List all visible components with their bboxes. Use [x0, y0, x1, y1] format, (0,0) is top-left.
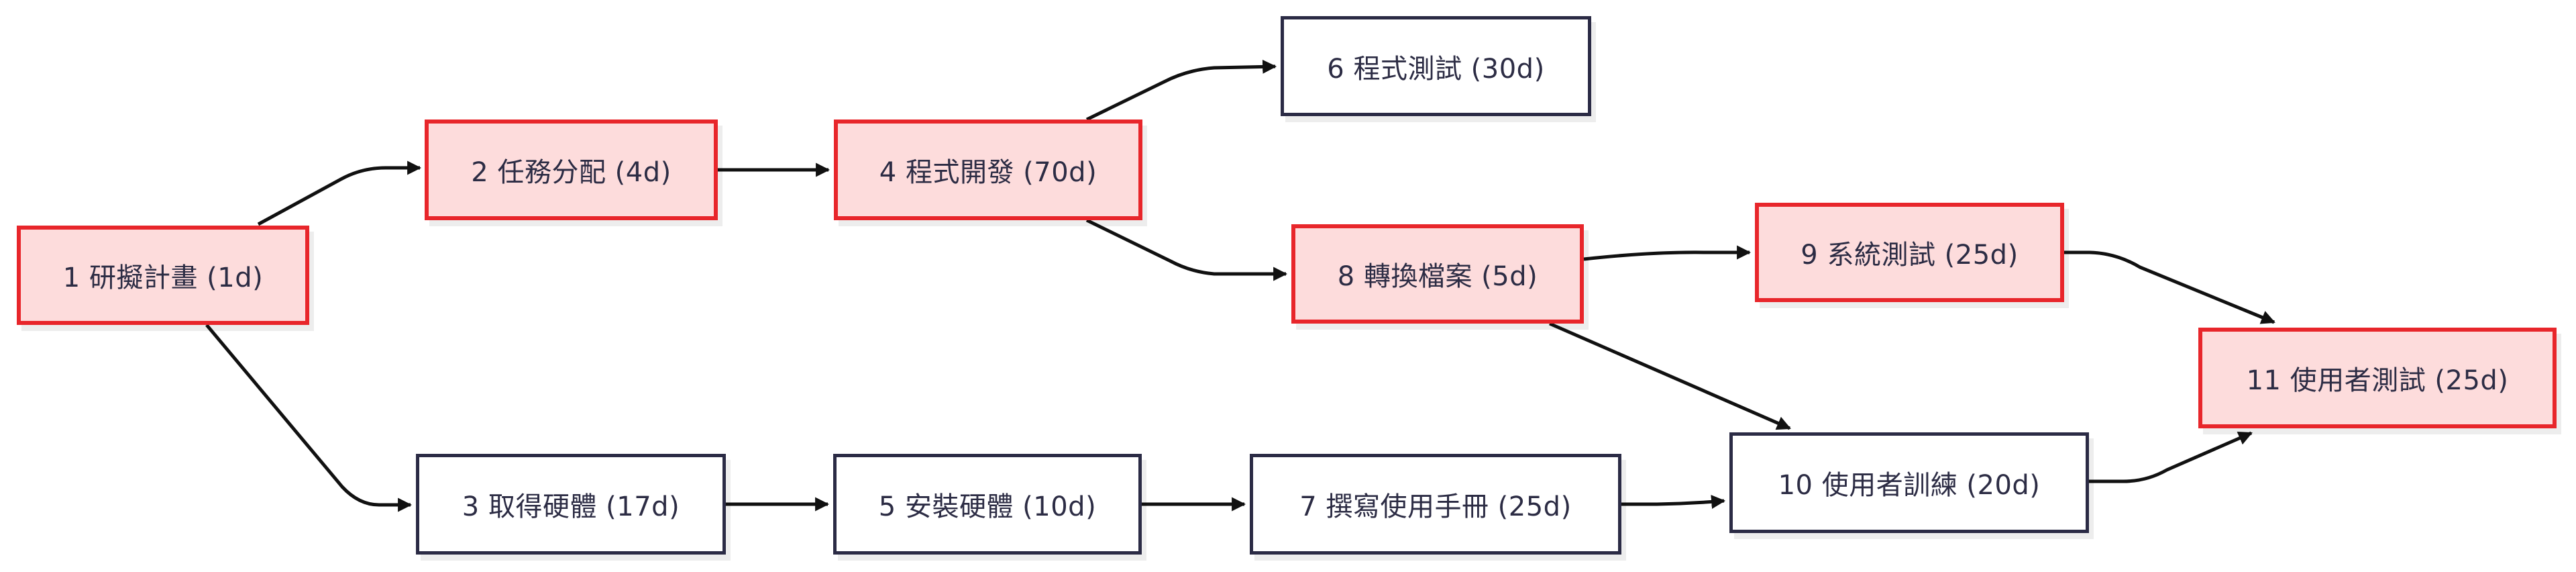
edge-4-6: [1085, 59, 1277, 122]
task-node-2[interactable]: 2 任務分配 (4d): [425, 120, 718, 220]
task-label-2: 2 任務分配 (4d): [471, 157, 672, 188]
edge-7-10: [1621, 495, 1726, 509]
task-label-11: 11 使用者測試 (25d): [2246, 365, 2509, 396]
task-node-4[interactable]: 4 程式開發 (70d): [834, 120, 1142, 220]
task-node-1[interactable]: 1 研擬計畫 (1d): [17, 226, 309, 325]
task-label-10: 10 使用者訓練 (20d): [1778, 470, 2041, 501]
task-node-10[interactable]: 10 使用者訓練 (20d): [1729, 432, 2089, 533]
task-label-4: 4 程式開發 (70d): [879, 157, 1097, 188]
task-label-9: 9 系統測試 (25d): [1801, 240, 2019, 271]
task-node-11[interactable]: 11 使用者測試 (25d): [2198, 328, 2557, 428]
task-node-5[interactable]: 5 安裝硬體 (10d): [833, 454, 1142, 555]
task-label-3: 3 取得硬體 (17d): [462, 491, 680, 522]
edge-8-9: [1583, 245, 1752, 261]
task-label-1: 1 研擬計畫 (1d): [62, 263, 264, 293]
task-node-7[interactable]: 7 撰寫使用手冊 (25d): [1250, 454, 1621, 555]
edge-8-10: [1549, 322, 1791, 430]
task-label-7: 7 撰寫使用手冊 (25d): [1299, 491, 1572, 522]
edge-1-3: [205, 324, 413, 512]
task-node-3[interactable]: 3 取得硬體 (17d): [416, 454, 726, 555]
edge-10-11: [2089, 431, 2253, 483]
edge-9-11: [2064, 250, 2275, 324]
edge-4-8: [1085, 218, 1288, 281]
task-label-8: 8 轉換檔案 (5d): [1337, 261, 1538, 292]
task-node-9[interactable]: 9 系統測試 (25d): [1755, 203, 2064, 302]
task-node-8[interactable]: 8 轉換檔案 (5d): [1291, 224, 1584, 324]
task-label-5: 5 安裝硬體 (10d): [878, 491, 1097, 522]
task-node-6[interactable]: 6 程式測試 (30d): [1281, 16, 1591, 116]
task-label-6: 6 程式測試 (30d): [1327, 53, 1545, 85]
edge-1-2: [257, 160, 422, 226]
